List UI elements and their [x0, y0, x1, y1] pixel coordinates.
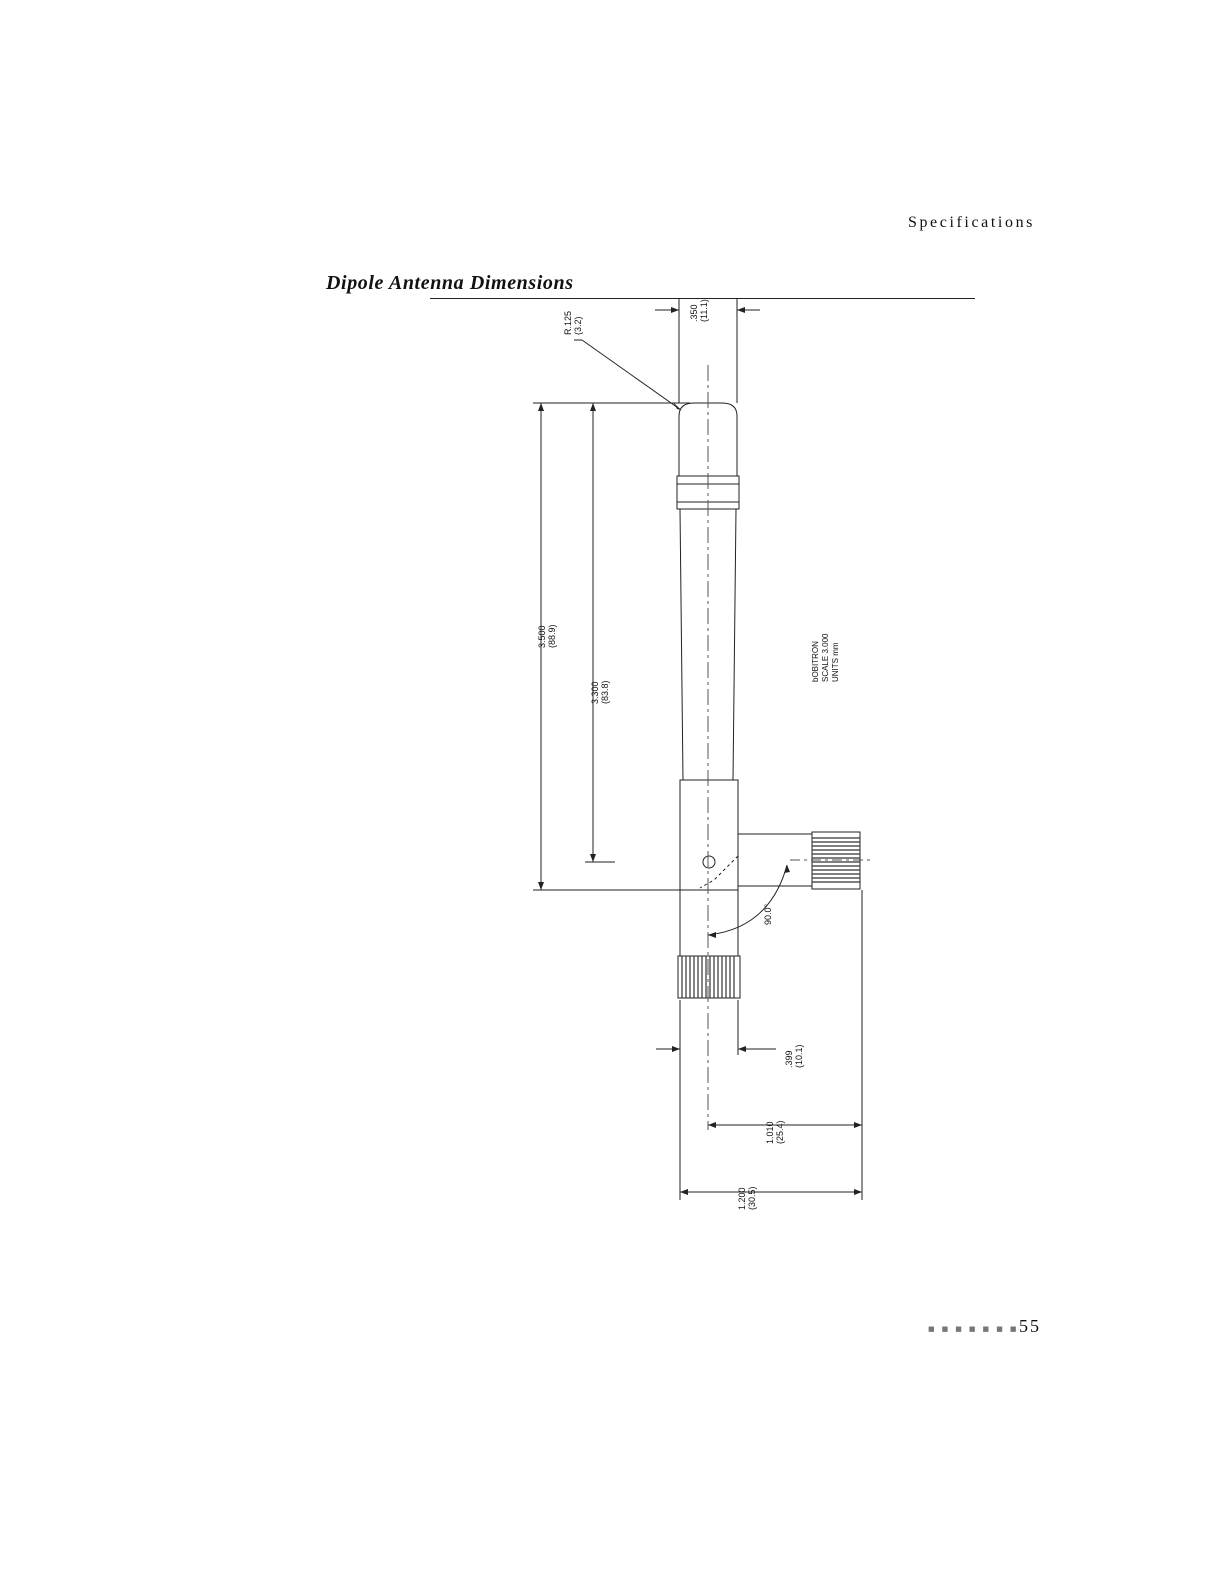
pivot-length-metric: (83.8) — [600, 680, 610, 704]
radius-metric: (3.2) — [573, 316, 583, 335]
arrowhead — [538, 882, 544, 890]
tip-width-metric: (11.1) — [699, 299, 709, 322]
radius-label: R.125 — [563, 311, 573, 335]
overall-width-label: 1.200 — [737, 1187, 747, 1210]
arrowhead — [854, 1122, 862, 1128]
angle-label: 90.0° — [763, 903, 773, 925]
arrowhead — [737, 307, 745, 313]
offset-metric: (25.4) — [775, 1120, 785, 1144]
arrowhead — [708, 932, 716, 938]
note-units: UNITS mm — [831, 642, 840, 682]
footer-dots: ■ ■ ■ ■ ■ ■ ■ — [928, 1325, 1019, 1333]
arrowhead — [680, 1189, 688, 1195]
hinge-body — [680, 780, 738, 890]
overall-length-metric: (88.9) — [547, 624, 557, 648]
note-company: bOBITRON — [811, 641, 820, 682]
offset-label: 1.010 — [765, 1121, 775, 1144]
overall-length-label: 3.500 — [537, 625, 547, 648]
tip-width-label: .350 — [689, 304, 699, 322]
lower-body — [680, 890, 738, 956]
angle-arc — [708, 865, 787, 935]
arrowhead — [738, 1046, 746, 1052]
hidden-line — [700, 856, 738, 888]
arrowhead — [854, 1189, 862, 1195]
connector-width-metric: (10.1) — [794, 1044, 804, 1068]
arrowhead — [590, 854, 596, 862]
arrowhead — [538, 403, 544, 411]
radius-leader — [582, 340, 681, 410]
arrowhead — [590, 403, 596, 411]
arrowhead — [708, 1122, 716, 1128]
arrowhead — [671, 307, 679, 313]
overall-width-metric: (30.5) — [747, 1186, 757, 1210]
connector-width-label: .399 — [784, 1050, 794, 1068]
page-number: 55 — [1019, 1316, 1041, 1337]
pivot-length-label: 3.300 — [590, 681, 600, 704]
arrowhead — [784, 865, 790, 873]
pivot-hole — [703, 856, 715, 868]
note-scale: SCALE 3.000 — [821, 633, 830, 682]
side-connector-body — [738, 834, 812, 886]
bottom-knurl — [678, 956, 740, 998]
arrowhead — [672, 1046, 680, 1052]
